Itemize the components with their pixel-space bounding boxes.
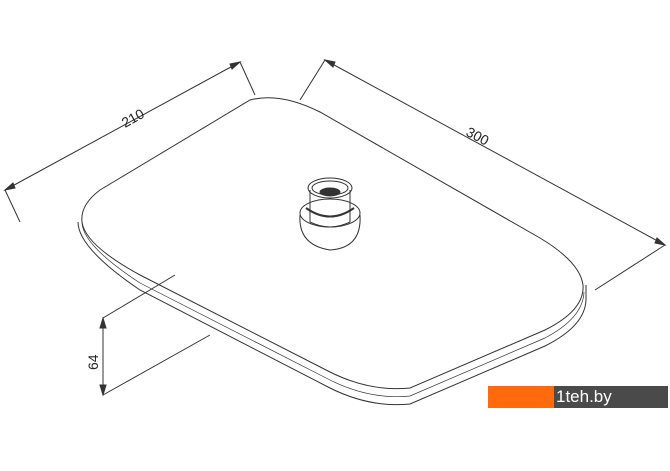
logo-text: 1teh.by (554, 386, 668, 408)
plate-bottom-edge (77, 221, 587, 406)
dimension-64 (99, 274, 211, 397)
dimension-210-label: 210 (119, 105, 147, 130)
connector-fitting (299, 177, 361, 251)
site-logo: 1teh.by (488, 386, 668, 408)
dimension-64-label: 64 (85, 354, 101, 370)
plate-top-face (81, 97, 584, 390)
dimension-300 (299, 59, 667, 291)
dimension-210 (3, 61, 256, 223)
dimension-300-label: 300 (464, 124, 492, 149)
